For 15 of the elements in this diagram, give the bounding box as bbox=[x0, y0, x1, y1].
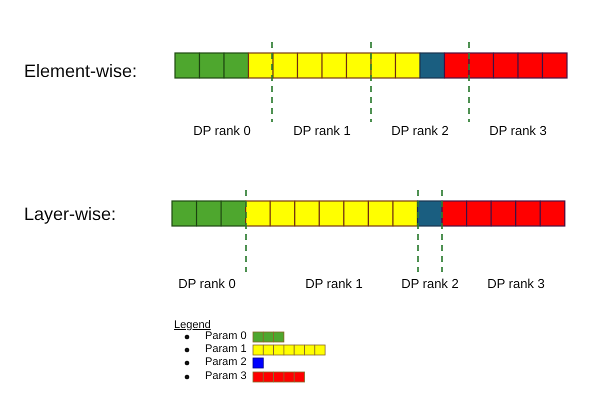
row-title: Layer-wise: bbox=[24, 204, 116, 225]
legend-label: Param 0 bbox=[205, 330, 247, 342]
legend-label: Param 1 bbox=[205, 343, 247, 355]
rank-label: DP rank 2 bbox=[391, 123, 449, 138]
rank-label: DP rank 3 bbox=[489, 123, 547, 138]
legend-heading: Legend bbox=[174, 319, 211, 331]
legend-label: Param 3 bbox=[205, 370, 247, 382]
rank-label: DP rank 1 bbox=[293, 123, 351, 138]
rank-label: DP rank 3 bbox=[487, 276, 545, 291]
row-title: Element-wise: bbox=[24, 61, 138, 82]
rank-label: DP rank 1 bbox=[305, 276, 363, 291]
legend-label: Param 2 bbox=[205, 356, 247, 368]
rank-label: DP rank 2 bbox=[401, 276, 459, 291]
rank-label: DP rank 0 bbox=[193, 123, 251, 138]
rank-label: DP rank 0 bbox=[178, 276, 236, 291]
